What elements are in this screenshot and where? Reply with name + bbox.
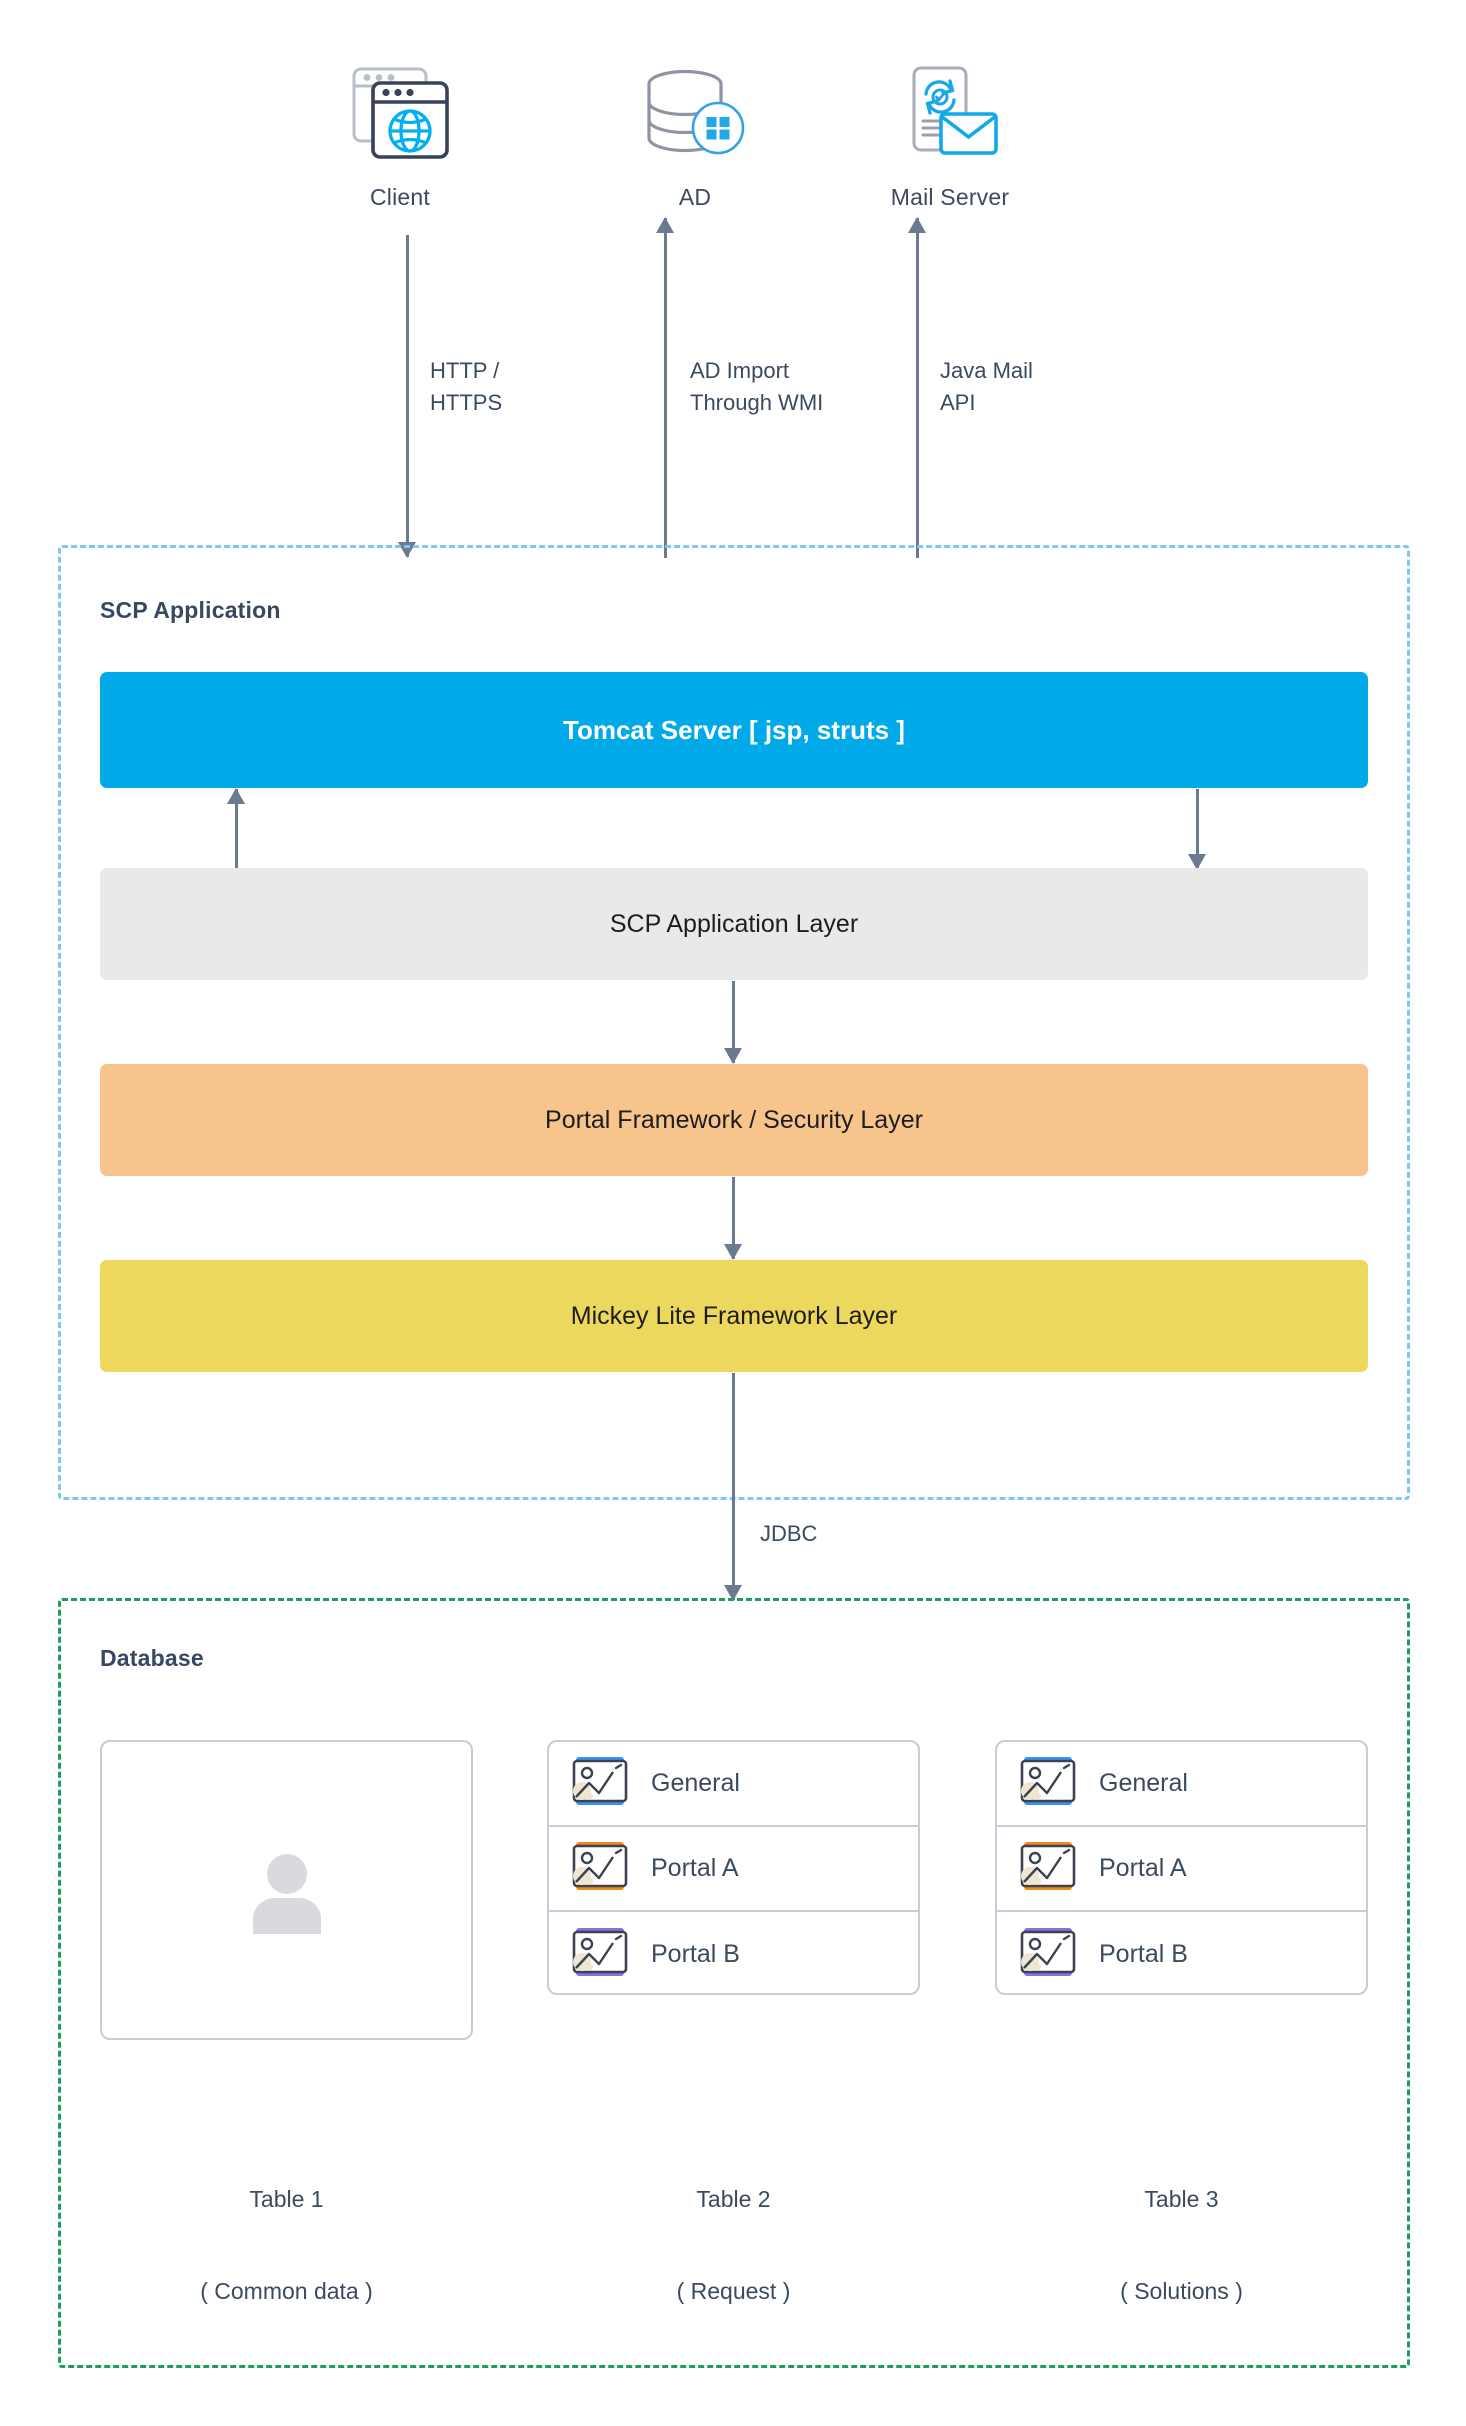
image-icon <box>569 1753 631 1814</box>
layer-portal-framework: Portal Framework / Security Layer <box>100 1064 1368 1176</box>
list-item[interactable]: General <box>549 1742 918 1827</box>
image-icon <box>1017 1838 1079 1899</box>
table-caption-name: Table 3 <box>1144 2186 1219 2212</box>
external-node-label: Client <box>369 184 430 210</box>
image-icon <box>1017 1753 1079 1814</box>
connector-label-http: HTTP / HTTPS <box>430 358 503 415</box>
external-node-ad: AD <box>600 50 790 211</box>
arrowhead-down-icon <box>1188 854 1206 870</box>
browser-globe-icon <box>300 50 500 162</box>
connector-tomcat-to-app <box>1187 789 1207 870</box>
table-caption-table1: Table 1 ( Common data ) <box>100 2130 473 2360</box>
arrowhead-down-icon <box>724 1048 742 1064</box>
connector-shaft <box>731 1177 735 1259</box>
list-item-label: Portal B <box>651 1940 740 1968</box>
table-card-table2: General Portal A <box>547 1740 920 1995</box>
connector-client-to-scp <box>397 235 417 558</box>
layer-tomcat-server: Tomcat Server [ jsp, struts ] <box>100 672 1368 788</box>
connector-label-ad-import: AD Import Through WMI <box>690 358 824 415</box>
list-item[interactable]: Portal A <box>997 1827 1366 1912</box>
list-item-label: Portal A <box>651 1854 739 1882</box>
connector-label-java-mail: Java Mail API <box>940 358 1033 415</box>
table-card-table1 <box>100 1740 473 2040</box>
external-node-label: Mail Server <box>890 184 1010 210</box>
connector-shaft <box>234 789 238 869</box>
list-item[interactable]: Portal B <box>549 1912 918 1993</box>
list-item-label: General <box>651 1769 740 1797</box>
list-item-label: Portal A <box>1099 1854 1187 1882</box>
scp-application-title: SCP Application <box>100 597 281 623</box>
database-windows-icon <box>600 50 790 162</box>
table-caption-name: Table 1 <box>249 2186 324 2212</box>
image-icon <box>569 1924 631 1985</box>
table-card-table3: General Portal A <box>995 1740 1368 1995</box>
database-title: Database <box>100 1645 204 1671</box>
connector-app-to-portal <box>723 981 743 1064</box>
connector-app-to-tomcat <box>226 788 246 869</box>
table-caption-desc: ( Request ) <box>676 2278 791 2304</box>
layer-scp-application: SCP Application Layer <box>100 868 1368 980</box>
arrowhead-up-icon <box>227 788 245 804</box>
connector-shaft <box>663 218 667 558</box>
table-caption-desc: ( Common data ) <box>200 2278 373 2304</box>
list-item[interactable]: Portal A <box>549 1827 918 1912</box>
image-icon <box>569 1838 631 1899</box>
table-caption-table3: Table 3 ( Solutions ) <box>995 2130 1368 2360</box>
layer-mickey-lite-framework: Mickey Lite Framework Layer <box>100 1260 1368 1372</box>
table-caption-desc: ( Solutions ) <box>1120 2278 1243 2304</box>
connector-scp-to-database <box>723 1373 743 1601</box>
list-item-label: General <box>1099 1769 1188 1797</box>
arrowhead-up-icon <box>656 217 674 233</box>
connector-shaft <box>1195 789 1199 869</box>
connector-shaft <box>731 1373 735 1600</box>
list-item[interactable]: Portal B <box>997 1912 1366 1993</box>
connector-shaft <box>405 235 409 557</box>
database-group <box>58 1598 1410 2368</box>
list-item[interactable]: General <box>997 1742 1366 1827</box>
document-mail-sync-icon <box>850 50 1050 162</box>
arrowhead-down-icon <box>724 1244 742 1260</box>
external-node-client: Client <box>300 50 500 211</box>
connector-scp-to-ad <box>655 217 675 558</box>
table-caption-name: Table 2 <box>696 2186 771 2212</box>
list-item-label: Portal B <box>1099 1940 1188 1968</box>
image-icon <box>1017 1924 1079 1985</box>
table-caption-table2: Table 2 ( Request ) <box>547 2130 920 2360</box>
arrowhead-down-icon <box>724 1585 742 1601</box>
connector-shaft <box>915 218 919 558</box>
external-node-mail-server: Mail Server <box>850 50 1050 211</box>
connector-scp-to-mail <box>907 217 927 558</box>
avatar-placeholder-icon <box>102 1742 471 2038</box>
external-node-label: AD <box>678 184 712 210</box>
arrowhead-up-icon <box>908 217 926 233</box>
connector-label-jdbc: JDBC <box>760 1521 818 1546</box>
connector-shaft <box>731 981 735 1063</box>
connector-portal-to-mickey <box>723 1177 743 1260</box>
